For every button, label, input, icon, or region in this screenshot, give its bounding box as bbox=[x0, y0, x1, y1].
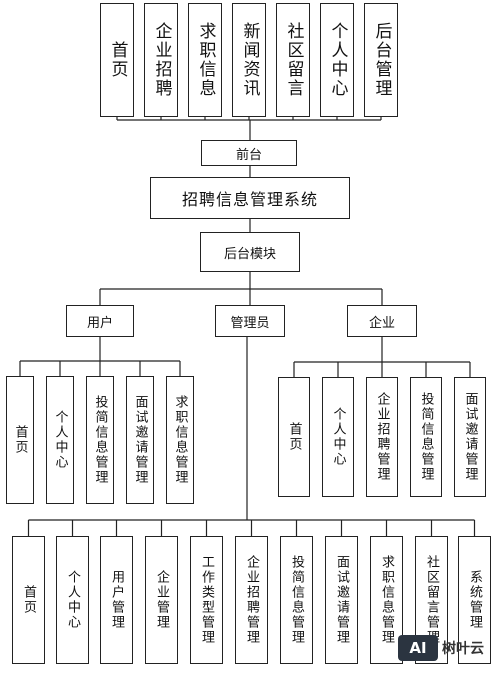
role-box-0: 用户 bbox=[66, 305, 134, 337]
admin-module-label: 企业招聘管理 bbox=[244, 555, 259, 645]
frontend-module: 求职信息 bbox=[188, 3, 222, 117]
user-module: 求职信息管理 bbox=[166, 376, 194, 504]
user-module-label: 个人中心 bbox=[52, 410, 68, 470]
role-box-0-label: 用户 bbox=[86, 315, 113, 331]
user-module: 面试邀请管理 bbox=[126, 376, 154, 504]
enterprise-module: 企业招聘管理 bbox=[366, 377, 398, 497]
admin-module-label: 系统管理 bbox=[467, 570, 482, 630]
user-module-label: 投简信息管理 bbox=[92, 395, 108, 485]
admin-module-label: 个人中心 bbox=[65, 570, 80, 630]
enterprise-module: 首页 bbox=[278, 377, 310, 497]
admin-module: 投简信息管理 bbox=[280, 536, 313, 664]
frontend-module: 企业招聘 bbox=[144, 3, 178, 117]
admin-module-label: 投简信息管理 bbox=[289, 555, 304, 645]
user-module: 首页 bbox=[6, 376, 34, 504]
enterprise-module: 个人中心 bbox=[322, 377, 354, 497]
system-title-box: 招聘信息管理系统 bbox=[150, 177, 350, 219]
frontend-module: 新闻资讯 bbox=[232, 3, 266, 117]
user-module: 投简信息管理 bbox=[86, 376, 114, 504]
frontend-module-label: 企业招聘 bbox=[151, 22, 172, 98]
admin-module: 面试邀请管理 bbox=[325, 536, 358, 664]
admin-module-label: 工作类型管理 bbox=[199, 555, 214, 645]
frontend-module-label: 后台管理 bbox=[371, 22, 392, 98]
role-box-1: 管理员 bbox=[215, 305, 285, 337]
frontend-module: 个人中心 bbox=[320, 3, 354, 117]
frontend-module-label: 个人中心 bbox=[327, 22, 348, 98]
frontend-module-label: 求职信息 bbox=[195, 22, 216, 98]
admin-module: 个人中心 bbox=[56, 536, 89, 664]
user-module: 个人中心 bbox=[46, 376, 74, 504]
admin-module: 求职信息管理 bbox=[370, 536, 403, 664]
frontend-module: 首页 bbox=[100, 3, 134, 117]
admin-module-label: 企业管理 bbox=[154, 570, 169, 630]
admin-module-label: 社区留言管理 bbox=[424, 555, 439, 645]
frontend-module: 社区留言 bbox=[276, 3, 310, 117]
watermark: AI 树叶云 bbox=[398, 628, 498, 668]
enterprise-module: 面试邀请管理 bbox=[454, 377, 486, 497]
admin-module: 企业招聘管理 bbox=[235, 536, 268, 664]
user-module-label: 面试邀请管理 bbox=[132, 395, 148, 485]
admin-module-label: 首页 bbox=[21, 585, 36, 615]
frontend-box-label: 前台 bbox=[235, 147, 262, 163]
admin-module: 工作类型管理 bbox=[190, 536, 223, 664]
role-box-2-label: 企业 bbox=[368, 315, 395, 331]
watermark-logo: AI bbox=[398, 635, 438, 661]
backend-box-label: 后台模块 bbox=[223, 246, 276, 262]
admin-module-label: 用户管理 bbox=[109, 570, 124, 630]
frontend-module: 后台管理 bbox=[364, 3, 398, 117]
backend-box: 后台模块 bbox=[200, 232, 300, 272]
enterprise-module-label: 企业招聘管理 bbox=[374, 392, 390, 482]
enterprise-module-label: 首页 bbox=[286, 422, 302, 452]
admin-module: 用户管理 bbox=[100, 536, 133, 664]
admin-module-label: 求职信息管理 bbox=[379, 555, 394, 645]
admin-module-label: 面试邀请管理 bbox=[334, 555, 349, 645]
admin-module: 首页 bbox=[12, 536, 45, 664]
enterprise-module: 投简信息管理 bbox=[410, 377, 442, 497]
enterprise-module-label: 面试邀请管理 bbox=[462, 392, 478, 482]
frontend-box: 前台 bbox=[201, 140, 297, 166]
enterprise-module-label: 个人中心 bbox=[330, 407, 346, 467]
frontend-module-label: 新闻资讯 bbox=[239, 22, 260, 98]
admin-module: 社区留言管理 bbox=[415, 536, 448, 664]
admin-module: 系统管理 bbox=[458, 536, 491, 664]
system-title-box-label: 招聘信息管理系统 bbox=[181, 190, 318, 209]
role-box-1-label: 管理员 bbox=[230, 315, 270, 331]
enterprise-module-label: 投简信息管理 bbox=[418, 392, 434, 482]
frontend-module-label: 社区留言 bbox=[283, 22, 304, 98]
admin-module: 企业管理 bbox=[145, 536, 178, 664]
frontend-module-label: 首页 bbox=[107, 41, 128, 79]
user-module-label: 求职信息管理 bbox=[172, 395, 188, 485]
role-box-2: 企业 bbox=[347, 305, 417, 337]
user-module-label: 首页 bbox=[12, 425, 28, 455]
watermark-text: 树叶云 bbox=[442, 641, 484, 657]
